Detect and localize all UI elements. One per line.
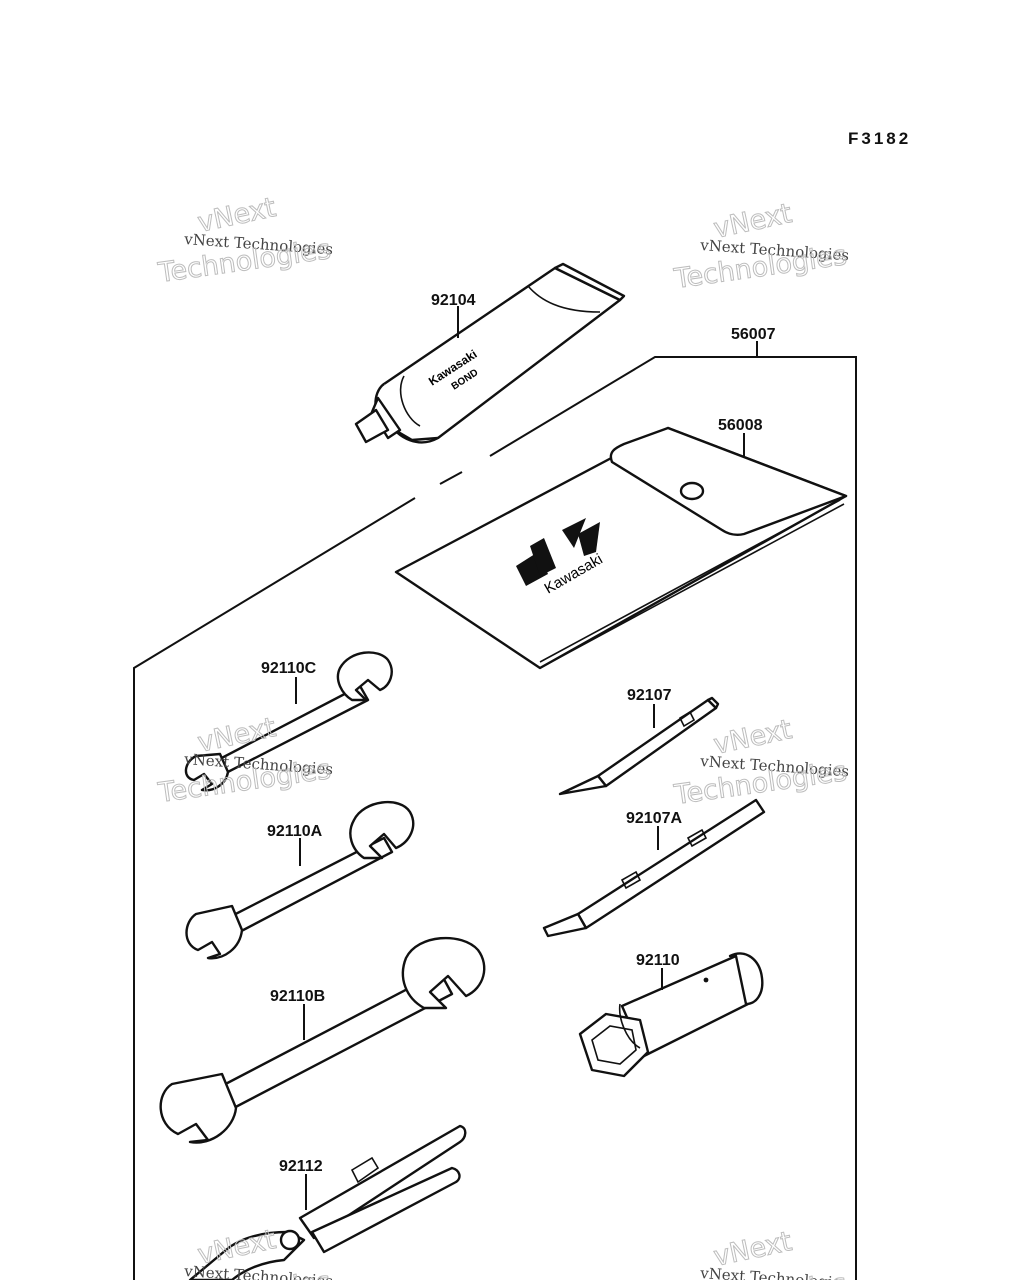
pliers-drawing [188, 1124, 467, 1282]
kawasaki-logo-mark [516, 518, 600, 586]
label-92110A: 92110A [267, 823, 323, 840]
bond-tube-drawing: Kawasaki BOND [354, 262, 626, 444]
tool-kit-boundary [133, 356, 857, 1280]
leader-lines [295, 306, 758, 1210]
label-92104: 92104 [431, 292, 476, 309]
part-labels: 92104 56007 56008 92110C 92107 92110A 92… [261, 292, 776, 1175]
wrench-small-drawing [184, 651, 393, 792]
spark-plug-wrench-drawing [578, 952, 764, 1078]
screwdriver-handle-drawing [542, 798, 766, 938]
diagram-code: F3182 [848, 129, 911, 148]
label-56007: 56007 [731, 326, 776, 343]
label-92107: 92107 [627, 687, 672, 704]
label-92110: 92110 [636, 952, 680, 969]
label-92112: 92112 [279, 1158, 323, 1175]
label-92110C: 92110C [261, 660, 317, 677]
tool-bag-drawing: Kawasaki [394, 426, 848, 670]
wrench-large-drawing [159, 936, 486, 1144]
wrench-medium-drawing [185, 800, 415, 960]
label-92110B: 92110B [270, 988, 325, 1005]
screwdriver-bit-drawing [558, 696, 720, 796]
label-92107A: 92107A [626, 810, 682, 827]
label-56008: 56008 [718, 417, 763, 434]
